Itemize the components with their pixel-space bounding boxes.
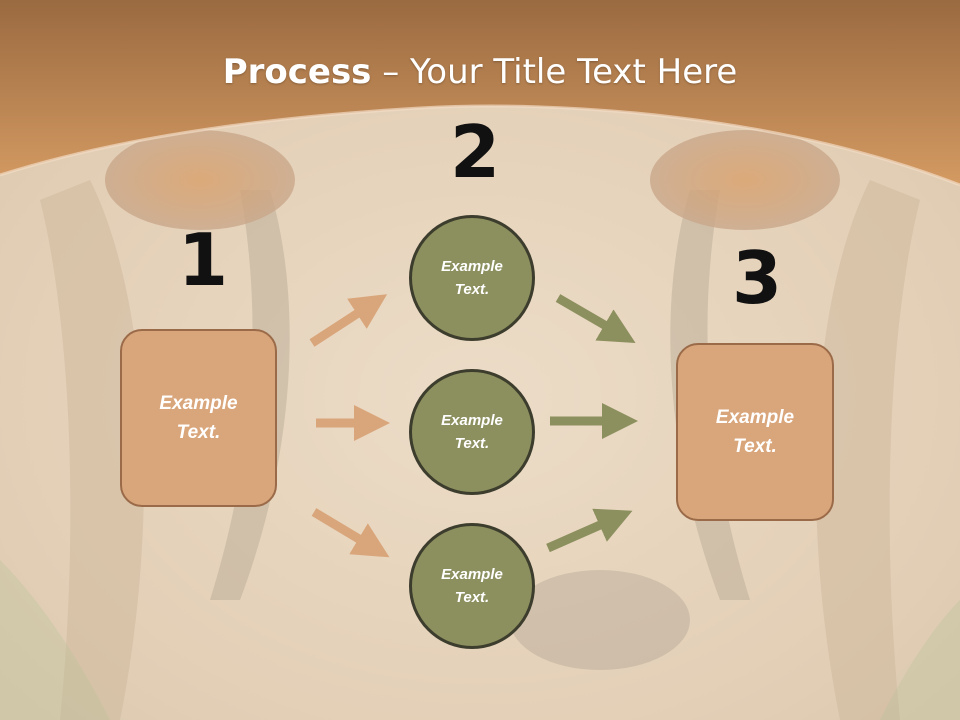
circle-top: Example Text.: [409, 215, 535, 341]
step-number-2: 2: [450, 110, 501, 194]
circle-top-label: Example Text.: [441, 258, 503, 298]
circle-middle-label: Example Text.: [441, 412, 503, 452]
right-process-box: Example Text.: [676, 343, 834, 521]
circle-bottom-label: Example Text.: [441, 566, 503, 606]
right-process-box-label: Example Text.: [715, 407, 795, 457]
slide-title: Process – Your Title Text Here: [0, 52, 960, 92]
circle-middle: Example Text.: [409, 369, 535, 495]
arrow-left-to-bottom: [311, 508, 390, 558]
slide-title-rest: – Your Title Text Here: [371, 52, 738, 92]
arrow-top-to-right: [555, 294, 636, 344]
slide-title-bold: Process: [222, 52, 372, 92]
step-number-1: 1: [178, 218, 229, 302]
circle-bottom: Example Text.: [409, 523, 535, 649]
arrow-left-to-top: [309, 294, 388, 347]
left-process-box-label: Example Text.: [159, 393, 238, 443]
left-process-box: Example Text.: [120, 329, 277, 507]
arrow-bottom-to-right: [546, 508, 633, 553]
step-number-3: 3: [732, 236, 783, 320]
